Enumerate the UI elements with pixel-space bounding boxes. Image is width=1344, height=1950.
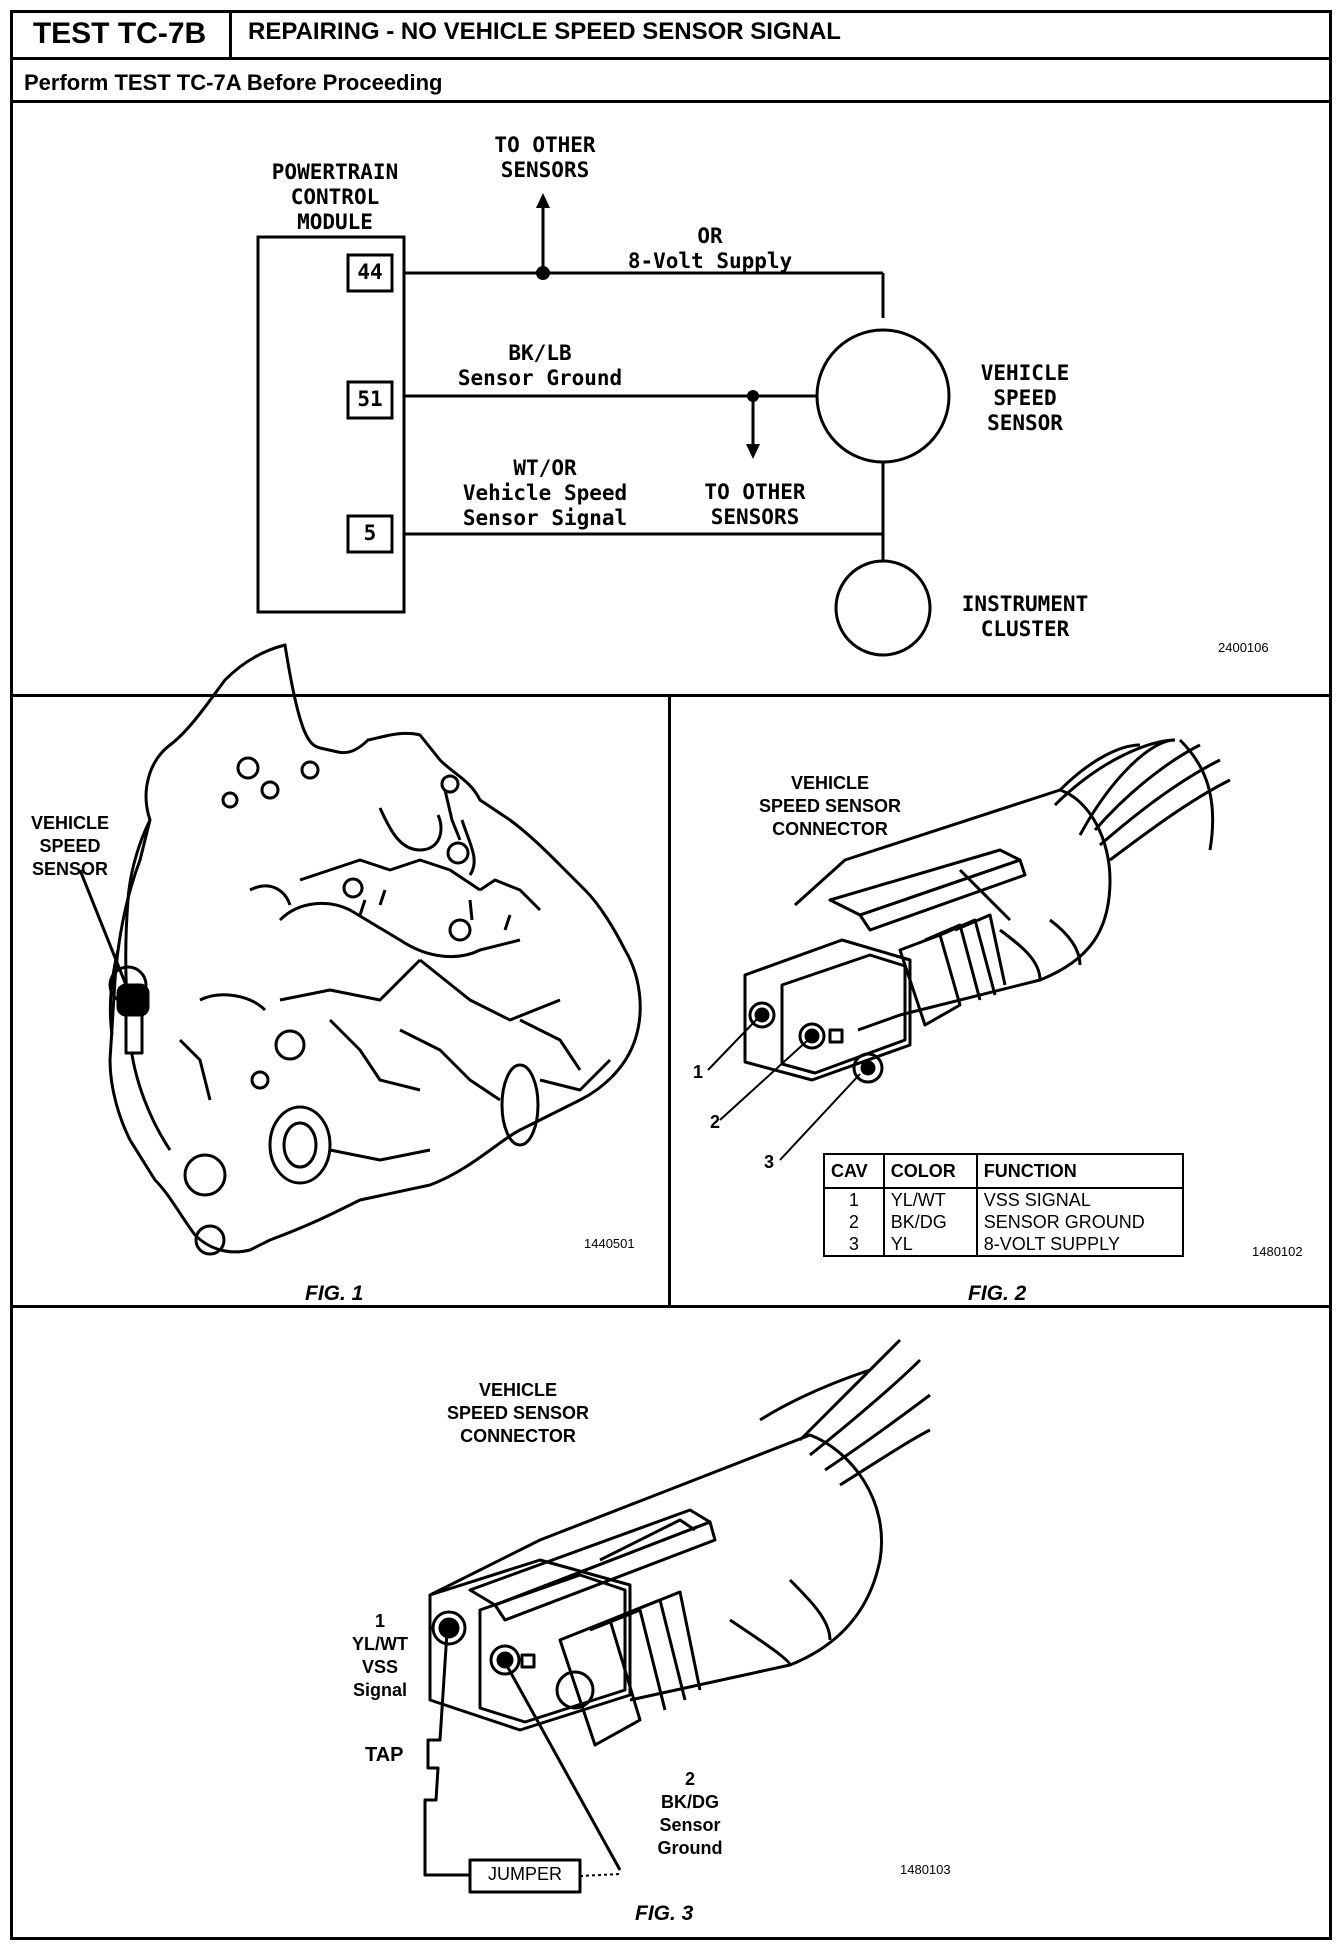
fig3-ref: 1480103 [900, 1862, 951, 1877]
supply-wire-label: OR 8-Volt Supply [627, 224, 793, 273]
schematic-divider [10, 694, 1332, 697]
schematic-wiring [256, 193, 951, 657]
subtitle-divider [10, 100, 1332, 103]
pin-5: 5 [363, 521, 377, 545]
table-row: 3 YL 8-VOLT SUPPLY [823, 1233, 1185, 1256]
table-row: 2 BK/DG SENSOR GROUND [823, 1211, 1185, 1233]
cavity-table: CAV COLOR FUNCTION 1 YL/WT VSS SIGNAL 2 … [823, 1153, 1185, 1257]
to-other-sensors-top: TO OTHER SENSORS [494, 133, 596, 182]
pin-51: 51 [357, 387, 383, 411]
pcm-label: POWERTRAIN CONTROL MODULE [271, 160, 399, 234]
fig3-divider [10, 1305, 1332, 1308]
jumper-label: JUMPER [487, 1864, 562, 1884]
ground-wire-label: BK/LB Sensor Ground [457, 341, 623, 390]
page-frame [10, 10, 1332, 1940]
cavity-table-header: CAV COLOR FUNCTION [823, 1153, 1185, 1189]
header-divider [10, 57, 1332, 60]
fig3-pin2-label: 2 BK/DG Sensor Ground [657, 1769, 723, 1858]
fig2-title: VEHICLE SPEED SENSOR CONNECTOR [758, 773, 902, 839]
cluster-label: INSTRUMENT CLUSTER [961, 592, 1089, 641]
fig2-pin-2: 2 [710, 1112, 721, 1132]
schematic-ref: 2400106 [1218, 640, 1269, 655]
page-title: REPAIRING - NO VEHICLE SPEED SENSOR SIGN… [248, 18, 841, 45]
fig2-caption: FIG. 2 [968, 1282, 1027, 1305]
signal-wire-label: WT/OR Vehicle Speed Sensor Signal [462, 456, 628, 530]
fig3-pin1-label: 1 YL/WT VSS Signal [352, 1611, 408, 1700]
transaxle-illustration [78, 643, 642, 1256]
tap-label: TAP [365, 1744, 404, 1766]
page-subtitle: Perform TEST TC-7A Before Proceeding [24, 70, 443, 95]
pin-44: 44 [357, 260, 383, 284]
fig2-ref: 1480102 [1252, 1244, 1303, 1259]
fig1-ref: 1440501 [584, 1236, 635, 1251]
table-row: 1 YL/WT VSS SIGNAL [823, 1188, 1185, 1211]
vss-label: VEHICLE SPEED SENSOR [980, 361, 1070, 435]
fig3-title: VEHICLE SPEED SENSOR CONNECTOR [446, 1380, 590, 1446]
fig-divider [668, 694, 671, 1306]
fig1-sensor-label: VEHICLE SPEED SENSOR [30, 813, 109, 879]
fig1-caption: FIG. 1 [305, 1282, 364, 1305]
to-other-sensors-bottom: TO OTHER SENSORS [704, 480, 806, 529]
fig2-connector-illustration [707, 738, 1231, 1161]
fig2-pin-1: 1 [693, 1062, 704, 1082]
fig2-pin-3: 3 [764, 1152, 775, 1172]
fig3-caption: FIG. 3 [635, 1902, 694, 1925]
